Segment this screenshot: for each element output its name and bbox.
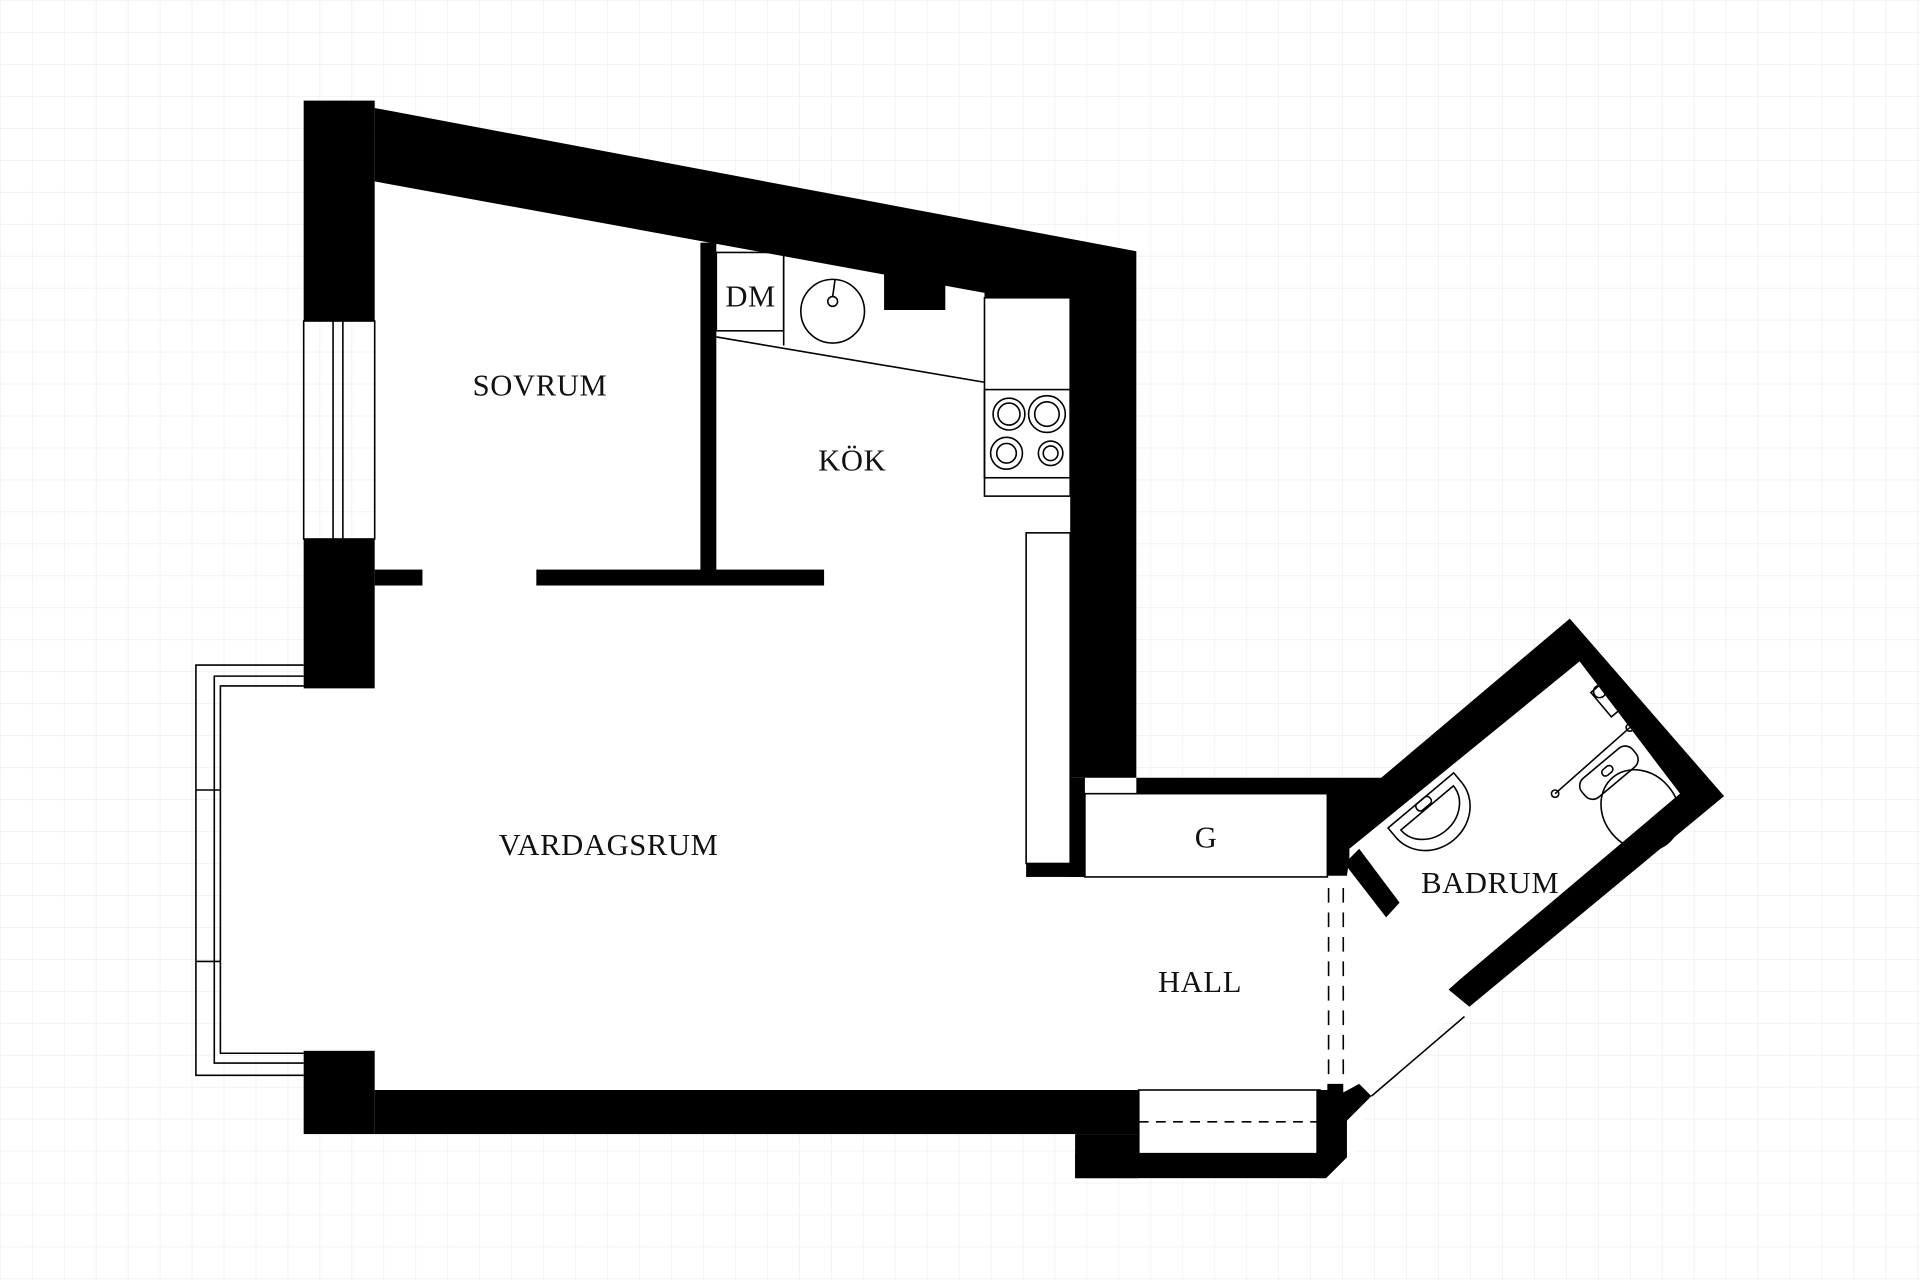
burner-icon — [992, 397, 1026, 431]
wall-top-slanted — [374, 107, 1137, 778]
shower-mixer-icon — [1589, 683, 1622, 719]
label-kok: KÖK — [818, 443, 886, 477]
wall-g-right — [1327, 777, 1382, 876]
label-sovrum: SOVRUM — [473, 369, 608, 403]
sink-icon — [800, 278, 866, 344]
wall-badrum — [1349, 618, 1725, 1007]
stove — [983, 388, 1071, 479]
wall-bottom-closet — [1075, 1153, 1327, 1179]
window-bay-vardagsrum — [195, 664, 304, 1077]
wall-bottom-left-block — [303, 1050, 375, 1135]
label-hall: HALL — [1158, 965, 1242, 999]
toilet-icon — [1578, 745, 1681, 852]
room-labels: SOVRUM KÖK DM VARDAGSRUM G HALL BADRUM — [473, 279, 1559, 999]
wall-top-left — [303, 100, 375, 322]
washbasin-icon — [1386, 771, 1471, 852]
wall-badrum-stub — [1344, 848, 1400, 918]
bathroom-fixtures — [1386, 683, 1681, 852]
wall-sovrum-bottom — [536, 569, 825, 586]
label-vardagsrum: VARDAGSRUM — [499, 828, 719, 862]
burner-icon — [989, 436, 1024, 470]
floor-fill — [220, 181, 1725, 1179]
badrum-lower-wall-line — [1370, 1015, 1466, 1097]
doorway-opening — [1327, 887, 1345, 1084]
kitchen-fixtures — [715, 251, 1071, 865]
burner-icon — [1027, 394, 1067, 434]
wall-sovrum-kok — [700, 242, 717, 574]
label-g: G — [1195, 821, 1218, 855]
label-dm: DM — [725, 279, 776, 313]
window-sovrum — [302, 320, 376, 540]
wall-block-dm — [884, 272, 946, 310]
wall-bottom-right — [1316, 1083, 1372, 1179]
shower-rod-icon — [1550, 723, 1635, 799]
walls — [303, 100, 1725, 1179]
closet-hall-bottom — [1137, 1089, 1321, 1155]
closet-g — [1084, 792, 1329, 878]
wall-left-mid — [303, 538, 375, 689]
wall-kitchen-right-thin — [1070, 777, 1085, 877]
wall-stub-left — [374, 569, 423, 586]
burner-icon — [1037, 440, 1064, 467]
wall-above-g — [1136, 777, 1382, 794]
wall-bottom — [374, 1090, 1139, 1135]
fridge-counter — [1025, 532, 1071, 865]
wall-kitchen-bottom — [1026, 863, 1085, 877]
label-badrum: BADRUM — [1421, 866, 1559, 900]
